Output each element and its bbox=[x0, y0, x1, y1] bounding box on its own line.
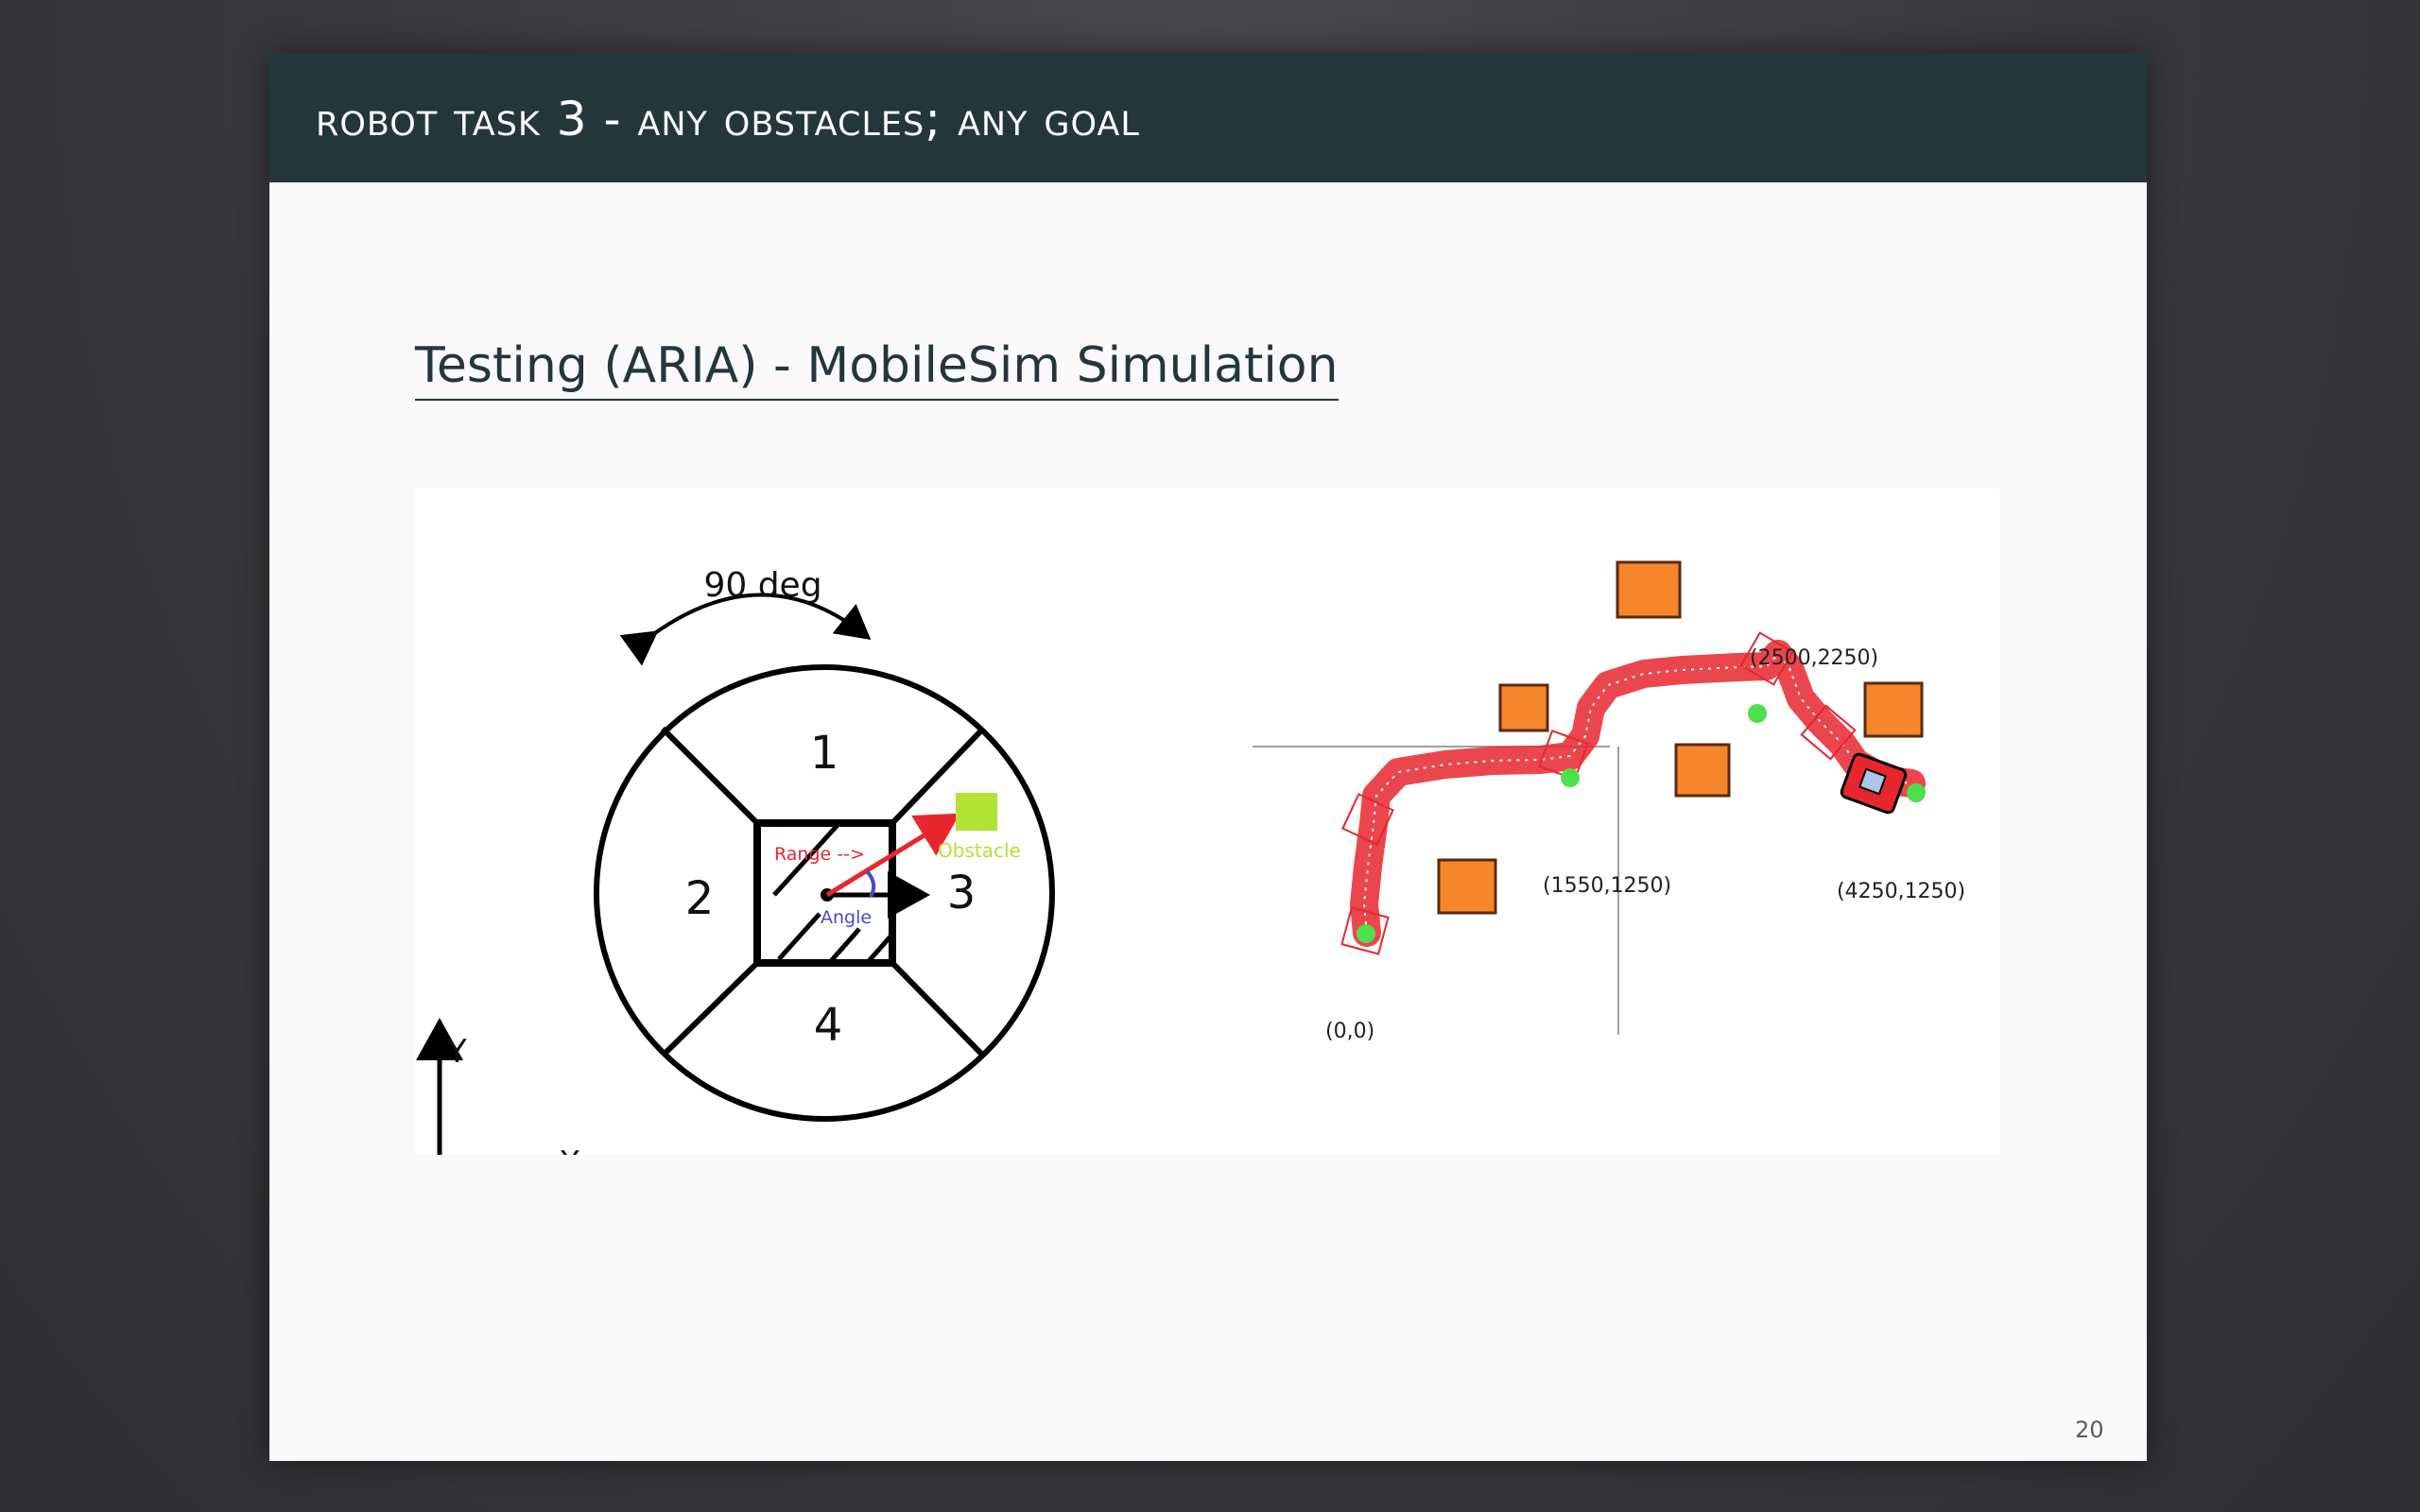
waypoint-2 bbox=[1748, 704, 1767, 723]
page-number: 20 bbox=[2075, 1417, 2104, 1443]
zone-1-label: 1 bbox=[810, 727, 839, 780]
angle-label: Angle bbox=[821, 907, 872, 928]
sim-trajectory bbox=[1340, 631, 1926, 955]
sim-obstacle bbox=[1437, 858, 1497, 915]
obstacle-label: Obstacle bbox=[938, 839, 1021, 862]
angle-mark bbox=[865, 869, 876, 898]
zone-3-label: 3 bbox=[947, 867, 977, 919]
sim-obstacle bbox=[1498, 683, 1549, 732]
sim-obstacle bbox=[1674, 743, 1731, 798]
simulation-plot: (0,0) (1550,1250) (2500,2250) (4250,1250… bbox=[1253, 560, 1965, 1043]
waypoint-start bbox=[1357, 924, 1375, 943]
sensor-diagram: 90 deg bbox=[416, 566, 1055, 1155]
slide-subtitle: Testing (ARIA) - MobileSim Simulation bbox=[415, 335, 1339, 401]
sensor-range-ellipse bbox=[594, 664, 1055, 1122]
sim-obstacle bbox=[1863, 681, 1924, 738]
zone-4-label: 4 bbox=[814, 999, 843, 1052]
xy-axes bbox=[416, 1018, 463, 1155]
figure: 90 deg bbox=[415, 489, 1999, 1155]
waypoint-goal bbox=[1907, 783, 1926, 802]
trajectory-hatch bbox=[1362, 652, 1912, 934]
waypoint-1 bbox=[1561, 768, 1580, 787]
fov-arc bbox=[619, 593, 872, 666]
label-waypoint-1: (1550,1250) bbox=[1543, 874, 1671, 898]
zone-2-label: 2 bbox=[685, 872, 715, 925]
zone-dividers bbox=[660, 726, 986, 1058]
arc-label: 90 deg bbox=[703, 566, 821, 605]
range-label: Range --> bbox=[774, 844, 865, 865]
range-arrow bbox=[825, 813, 960, 898]
label-waypoint-2: (2500,2250) bbox=[1750, 646, 1878, 670]
sim-obstacles bbox=[1437, 560, 1924, 915]
figure-canvas: 90 deg bbox=[416, 560, 1965, 1155]
label-start: (0,0) bbox=[1325, 1020, 1374, 1043]
axis-x-label: X bbox=[559, 1144, 580, 1155]
sim-obstacle bbox=[1616, 560, 1682, 619]
sim-waypoints bbox=[1357, 704, 1926, 943]
obstacle-marker bbox=[956, 793, 997, 831]
slide: Robot Task 3 - Any Obstacles; Any Goal T… bbox=[269, 53, 2147, 1461]
slide-header: Robot Task 3 - Any Obstacles; Any Goal bbox=[269, 53, 2147, 182]
sim-robot bbox=[1840, 752, 1908, 815]
label-goal: (4250,1250) bbox=[1837, 880, 1965, 903]
axis-y-label: Y bbox=[446, 1033, 467, 1071]
slide-title: Robot Task 3 - Any Obstacles; Any Goal bbox=[316, 92, 1140, 146]
